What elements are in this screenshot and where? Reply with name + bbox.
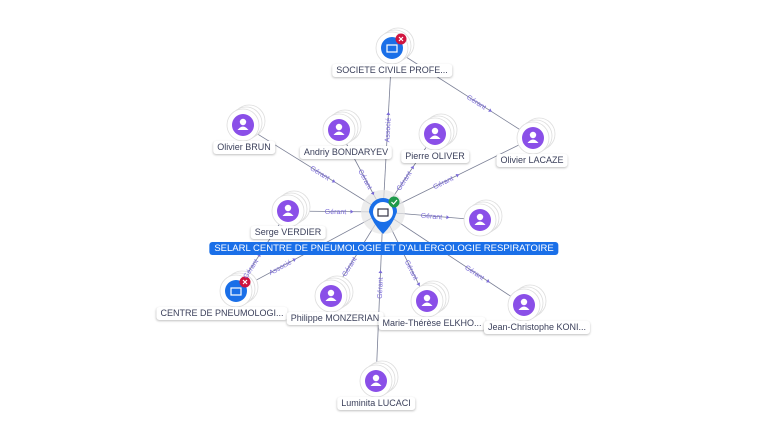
node-label[interactable]: Jean-Christophe KONI... <box>483 321 591 334</box>
nodes-layer <box>219 27 556 398</box>
edge <box>242 124 384 213</box>
center-pin-inner <box>373 202 393 222</box>
person-head <box>476 213 484 221</box>
person-head <box>335 123 343 131</box>
edge-arrow-icon <box>350 209 354 214</box>
edge-label: Gérant <box>420 213 442 222</box>
node-label[interactable]: Luminita LUCACI <box>337 397 415 410</box>
person-head <box>520 298 528 306</box>
person-head <box>239 118 247 126</box>
person-head <box>327 289 335 297</box>
person-body <box>429 135 441 139</box>
building-icon <box>230 287 242 296</box>
edge-arrow-icon <box>331 179 336 183</box>
edge-label-group: Associé <box>384 112 393 143</box>
building-icon <box>386 44 398 53</box>
node-label[interactable]: Andriy BONDARYEV <box>299 146 393 159</box>
edge-arrow-icon <box>370 191 375 196</box>
x-icon <box>398 36 404 42</box>
center-node-label[interactable]: SELARL CENTRE DE PNEUMOLOGIE ET D'ALLERG… <box>209 242 559 255</box>
edge-label: Gérant <box>377 277 385 299</box>
check-icon <box>391 199 398 205</box>
building-icon <box>377 208 389 217</box>
edge-arrow-icon <box>488 108 492 112</box>
node-label[interactable]: CENTRE DE PNEUMOLOGI... <box>156 307 288 320</box>
person-body <box>421 302 433 306</box>
edge <box>391 47 534 139</box>
node-label[interactable]: Philippe MONZERIAN <box>286 312 384 325</box>
node-label[interactable]: Pierre OLIVER <box>401 150 469 163</box>
edge-arrow-icon <box>446 215 450 220</box>
edge-label-group: Gérant <box>377 270 385 299</box>
person-head <box>372 374 380 382</box>
person-body <box>527 139 539 143</box>
person-head <box>431 127 439 135</box>
edge-label: Gérant <box>325 209 347 216</box>
person-body <box>237 126 249 130</box>
edge-arrow-icon <box>486 279 490 283</box>
person-body <box>518 306 530 310</box>
node-label[interactable]: Marie-Thérèse ELKHO... <box>378 317 486 330</box>
edge-arrow-icon <box>292 258 296 262</box>
node-label[interactable]: Olivier LACAZE <box>496 154 568 167</box>
person-head <box>284 204 292 212</box>
person-body <box>282 212 294 216</box>
edge-arrow-icon <box>416 282 421 286</box>
edge <box>375 211 384 382</box>
edge-label: Associé <box>384 118 392 143</box>
edge-label-group: Gérant <box>325 209 354 216</box>
edge <box>382 211 525 306</box>
edge-arrow-icon <box>410 165 414 170</box>
node-label[interactable]: SOCIETE CIVILE PROFE... <box>332 64 452 77</box>
edge-arrow-icon <box>386 112 391 116</box>
node-label[interactable]: Olivier BRUN <box>213 141 275 154</box>
person-head <box>423 294 431 302</box>
person-body <box>474 221 486 225</box>
edge-label-group: Gérant <box>420 213 450 222</box>
x-icon <box>242 279 248 285</box>
node-label[interactable]: Serge VERDIER <box>250 226 326 239</box>
person-body <box>325 297 337 301</box>
person-body <box>370 382 382 386</box>
person-body <box>333 131 345 135</box>
edge-arrow-icon <box>378 270 383 274</box>
person-head <box>529 131 537 139</box>
active-badge-icon <box>388 196 400 208</box>
edge-arrow-icon <box>455 173 460 178</box>
